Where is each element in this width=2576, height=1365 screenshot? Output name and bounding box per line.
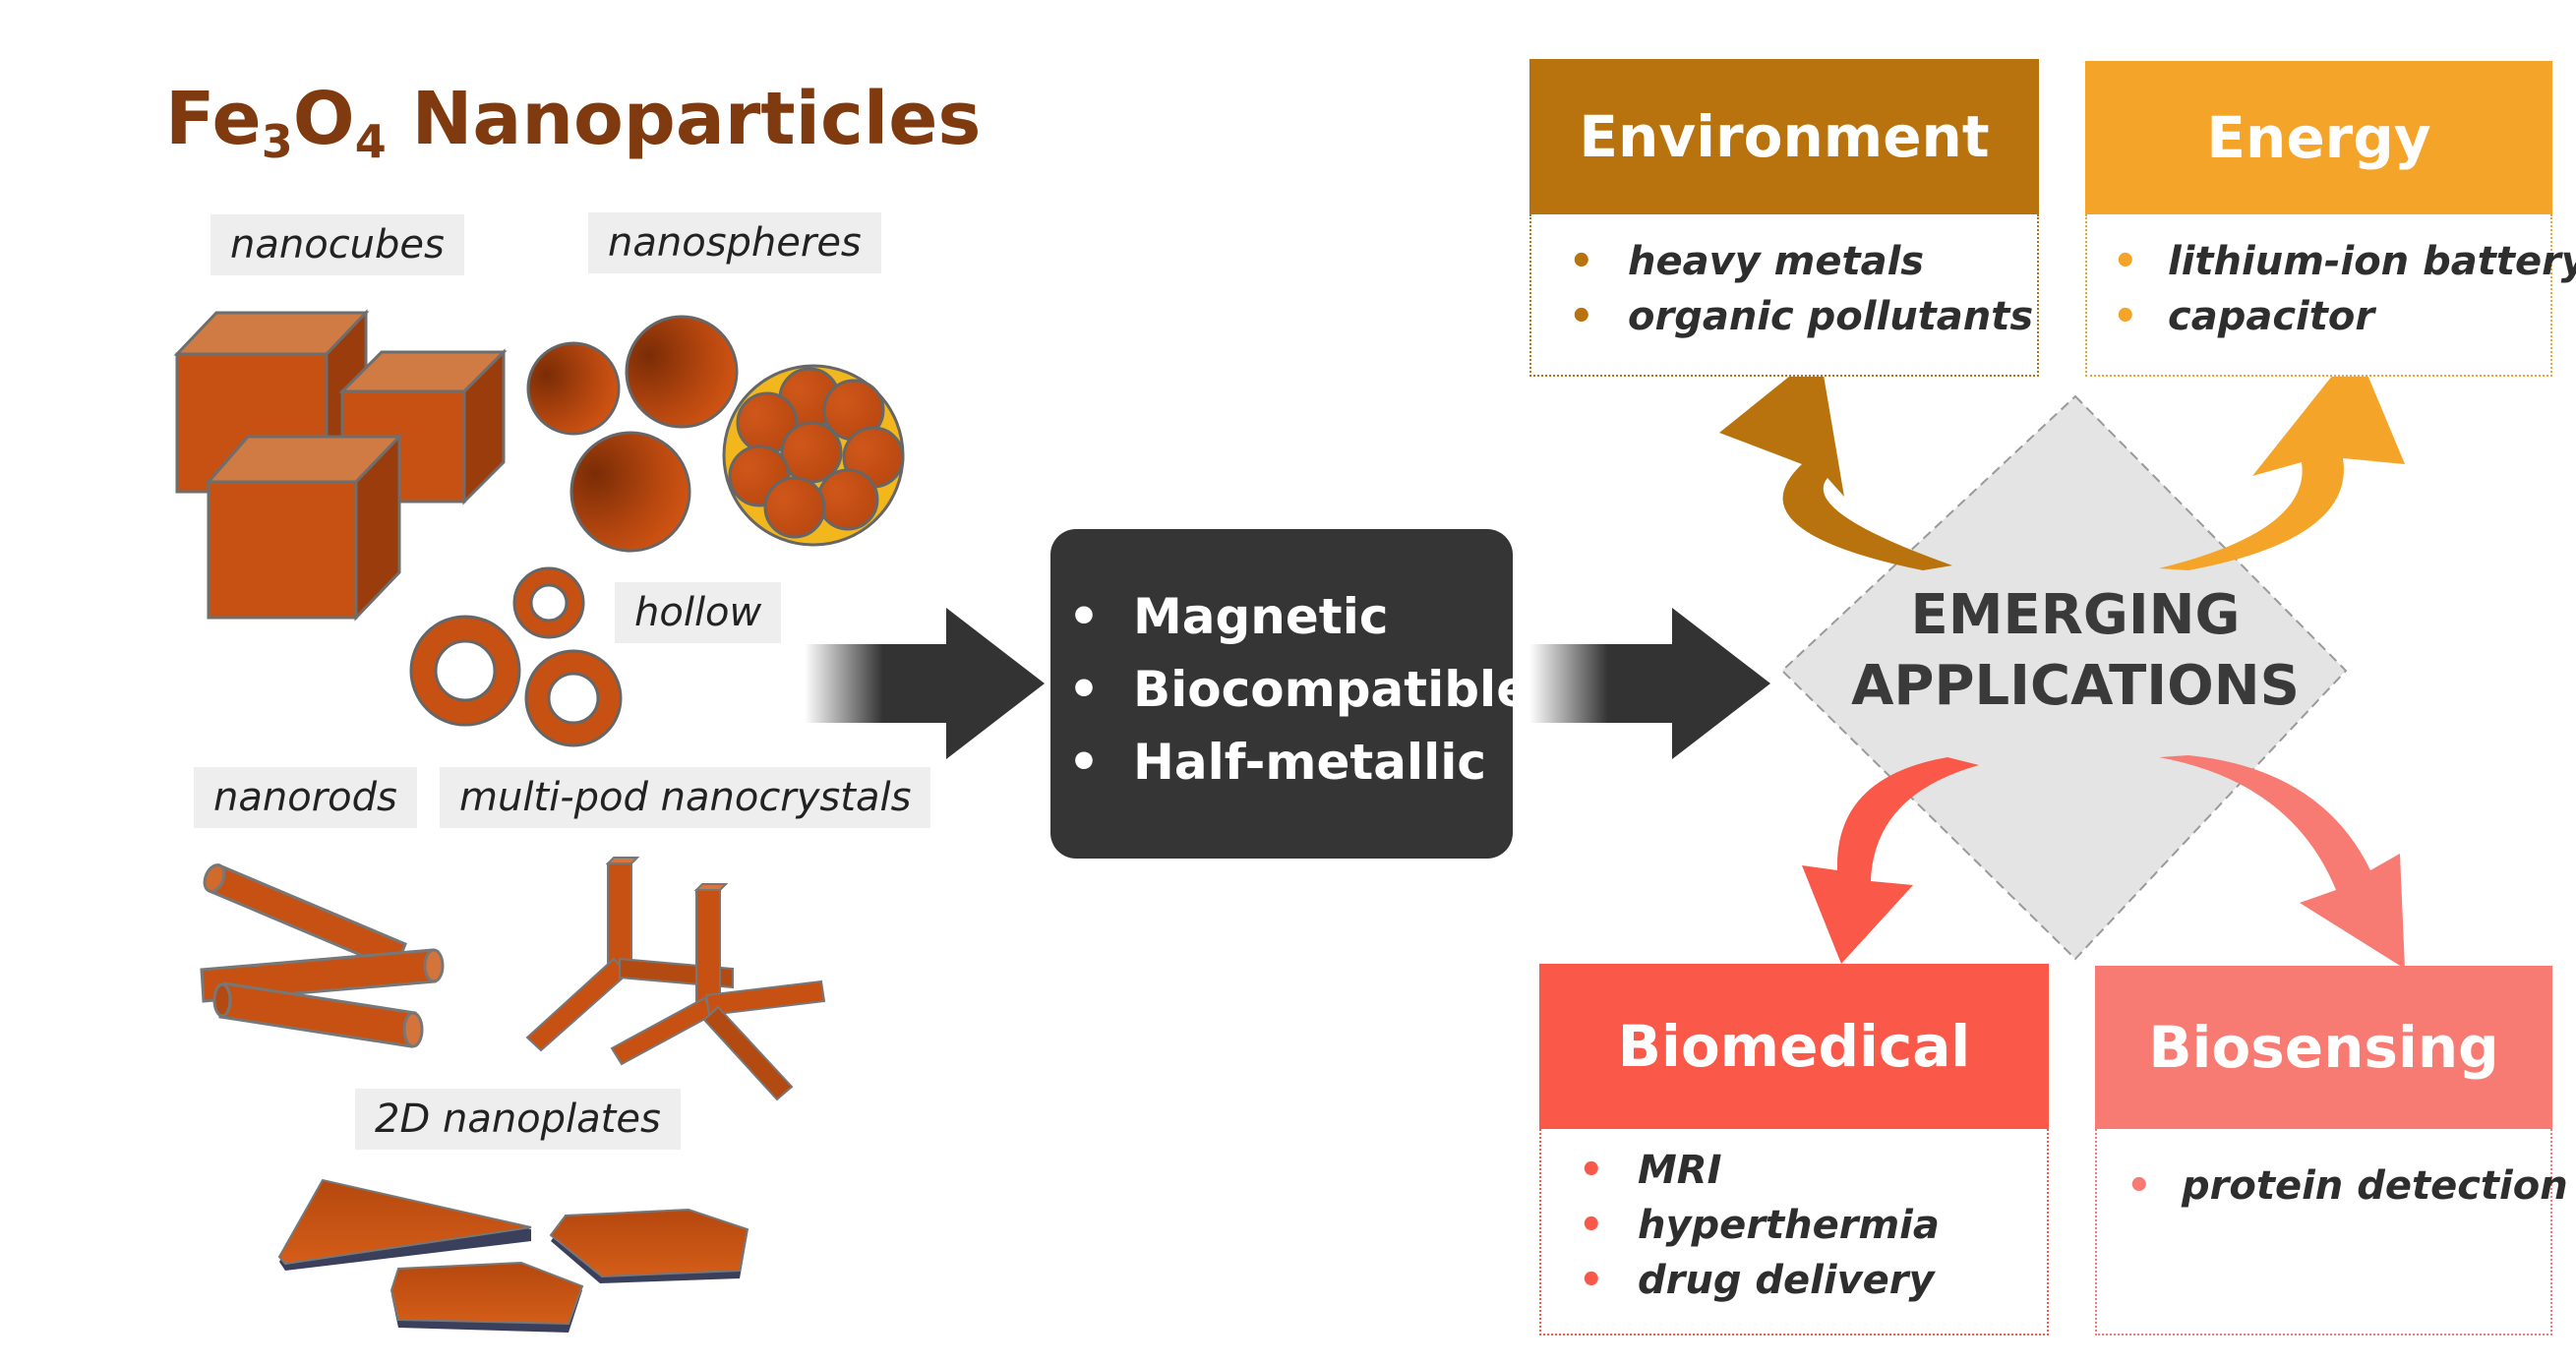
- nanorods-illustration: [200, 863, 445, 1048]
- energy-header: Energy: [2085, 61, 2552, 214]
- list-item: •lithium-ion battery: [2113, 239, 2576, 284]
- biomedical-header: Biomedical: [1539, 964, 2049, 1129]
- biosensing-list: •protein detection: [2095, 1129, 2568, 1335]
- list-item: •heavy metals: [1569, 239, 1925, 284]
- label-nanorods: nanorods: [194, 767, 417, 828]
- biomedical-list: •MRI •hyperthermia •drug delivery: [1539, 1129, 2049, 1335]
- list-item: •capacitor: [2113, 294, 2375, 339]
- energy-list: •lithium-ion battery •capacitor: [2085, 214, 2576, 377]
- arrow-biosensing: [2159, 755, 2405, 969]
- list-item: •MRI: [1579, 1148, 1722, 1193]
- hollow-illustration: [409, 566, 623, 747]
- list-item: •protein detection: [2127, 1163, 2568, 1209]
- arrow-environment: [1719, 352, 1952, 570]
- property-item: •Biocompatible: [1068, 661, 1530, 718]
- label-nanospheres: nanospheres: [588, 212, 881, 273]
- biosensing-header: Biosensing: [2095, 966, 2552, 1129]
- property-item: •Magnetic: [1068, 588, 1389, 645]
- nanospheres-illustration: [526, 315, 905, 553]
- multipod-illustration: [525, 857, 826, 1101]
- page-title: Fe3O4 Nanoparticles: [165, 77, 982, 168]
- list-item: •drug delivery: [1579, 1258, 1935, 1303]
- environment-list: •heavy metals •organic pollutants: [1529, 214, 2039, 377]
- emerging-applications-label: EMERGING APPLICATIONS: [1851, 583, 2300, 718]
- arrow-energy: [2159, 346, 2405, 570]
- label-multipod: multi-pod nanocrystals: [440, 767, 931, 828]
- center-diamond: [1780, 394, 2348, 961]
- nanoplates-illustration: [277, 1178, 749, 1333]
- label-nanocubes: nanocubes: [210, 214, 464, 275]
- label-nanoplates: 2D nanoplates: [355, 1089, 681, 1150]
- environment-header: Environment: [1529, 59, 2039, 214]
- arrow-to-applications: [1529, 608, 1770, 759]
- nanocubes-illustration: [173, 309, 508, 622]
- properties-box: •Magnetic •Biocompatible •Half-metallic: [1050, 529, 1530, 859]
- arrow-biomedical: [1802, 757, 1979, 964]
- property-item: •Half-metallic: [1068, 734, 1487, 791]
- list-item: •organic pollutants: [1569, 294, 2034, 339]
- label-hollow: hollow: [615, 582, 782, 643]
- list-item: •hyperthermia: [1579, 1203, 1940, 1248]
- arrow-to-properties: [805, 608, 1045, 759]
